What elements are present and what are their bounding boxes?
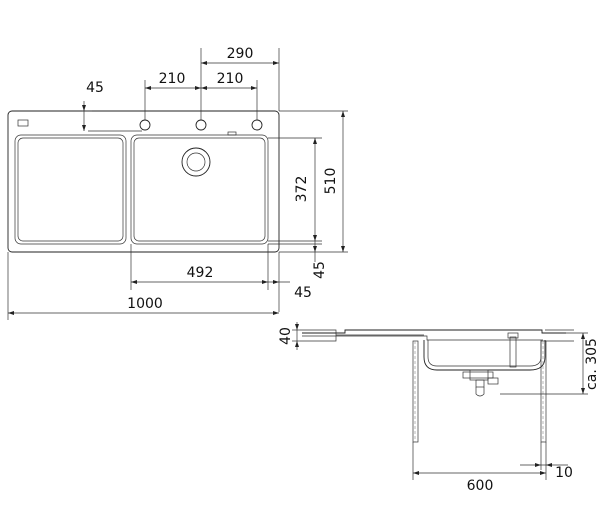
dim-290: 290 bbox=[227, 46, 254, 62]
countertop-left bbox=[300, 329, 337, 342]
logo-plate bbox=[17, 119, 29, 127]
drainboard-inner bbox=[17, 137, 124, 242]
drainboard bbox=[14, 134, 127, 245]
dim-1000: 1000 bbox=[127, 296, 163, 312]
dim-600: 600 bbox=[467, 478, 494, 494]
dim-305: ca. 305 bbox=[584, 338, 600, 390]
sink-rim bbox=[302, 329, 566, 334]
tap-hole-3 bbox=[251, 119, 263, 131]
sink-outline bbox=[7, 110, 280, 253]
drain-trap bbox=[475, 387, 485, 397]
dim-372: 372 bbox=[294, 176, 310, 203]
dim-45-right: 45 bbox=[312, 261, 328, 279]
bowl-inner bbox=[133, 137, 266, 242]
tap-post bbox=[509, 336, 517, 368]
dim-210-right: 210 bbox=[217, 71, 244, 87]
drain-assembly bbox=[469, 369, 489, 381]
top-view: 290 210 210 45 372 510 45 bbox=[7, 46, 348, 320]
dim-45-tap: 45 bbox=[86, 80, 104, 96]
side-view: 40 ca. 305 600 10 bbox=[278, 322, 600, 494]
dim-492: 492 bbox=[187, 265, 214, 281]
bowl-profile bbox=[423, 340, 546, 371]
dim-45-bottom: 45 bbox=[294, 285, 312, 301]
dim-40: 40 bbox=[278, 327, 294, 345]
drain-icon bbox=[181, 147, 211, 177]
countertop-right bbox=[545, 329, 574, 342]
tap-hole-1 bbox=[139, 119, 151, 131]
bowl bbox=[130, 134, 269, 245]
drain-inner bbox=[186, 152, 206, 172]
tap-hole-2 bbox=[195, 119, 207, 131]
dim-10: 10 bbox=[555, 465, 573, 481]
dim-510: 510 bbox=[323, 168, 339, 195]
cabinet-wall-right bbox=[540, 340, 547, 443]
overflow-slot bbox=[227, 131, 237, 136]
cabinet-wall-left bbox=[412, 340, 419, 443]
dim-210-left: 210 bbox=[159, 71, 186, 87]
